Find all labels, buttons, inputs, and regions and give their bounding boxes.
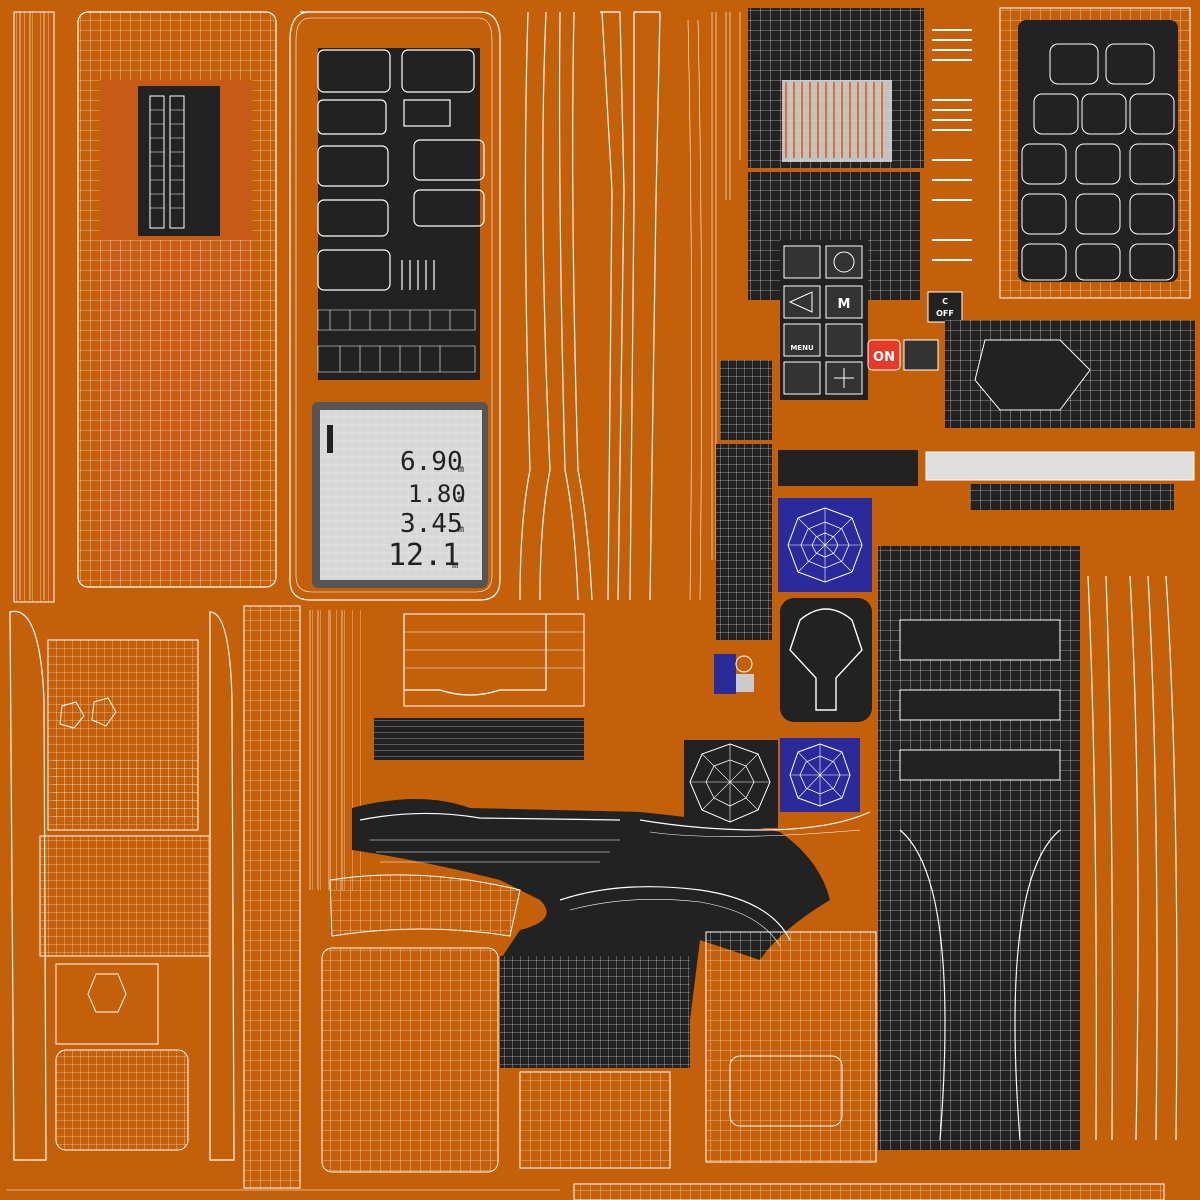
button-cluster: M MENU ON C OFF [748, 172, 963, 400]
bottom-panels [321, 874, 877, 1173]
off-button-label: OFF [936, 309, 954, 318]
left-bottom-assembly [9, 610, 235, 1161]
sensor-housing-patch [945, 320, 1195, 428]
lcd-reading-3: 3.45 [400, 509, 463, 539]
lens-disc-bottom [780, 738, 860, 812]
lcd-display: 6.90 m 1.80 m 3.45 m 12.1 m [312, 402, 488, 588]
barcode-strip [374, 718, 584, 760]
top-dark-panel [748, 8, 978, 280]
lcd-reading-1: 6.90 [400, 447, 463, 477]
c-button-label: C [942, 297, 948, 306]
lcd-unit-3: m [458, 524, 464, 535]
bottom-long-strip [6, 1183, 1165, 1200]
keypad-shell [289, 11, 501, 601]
side-strips-left [13, 11, 55, 603]
menu-button-label: MENU [790, 344, 814, 352]
m-button-label: M [838, 297, 851, 312]
lens-disc-dark [684, 740, 778, 828]
lcd-reading-2: 1.80 [408, 480, 466, 508]
narrow-strip-left [243, 605, 366, 1189]
keyhole-housing [780, 598, 872, 722]
thin-strips-center [519, 11, 741, 601]
horizontal-strips [778, 450, 1195, 510]
lcd-reading-4: 12.1 [388, 538, 460, 573]
center-frame [403, 613, 585, 707]
grip-pieces [714, 360, 772, 694]
lcd-unit-4: m [452, 560, 458, 571]
right-large-panel [878, 546, 1178, 1150]
keypad-grid-panel [999, 7, 1191, 299]
on-button-label: ON [873, 350, 895, 365]
lcd-unit-2: m [458, 494, 464, 505]
lcd-unit-1: m [458, 464, 464, 475]
body-back-panel [77, 11, 277, 588]
lens-disc-top [778, 498, 872, 592]
center-dark-mass [352, 799, 871, 1040]
